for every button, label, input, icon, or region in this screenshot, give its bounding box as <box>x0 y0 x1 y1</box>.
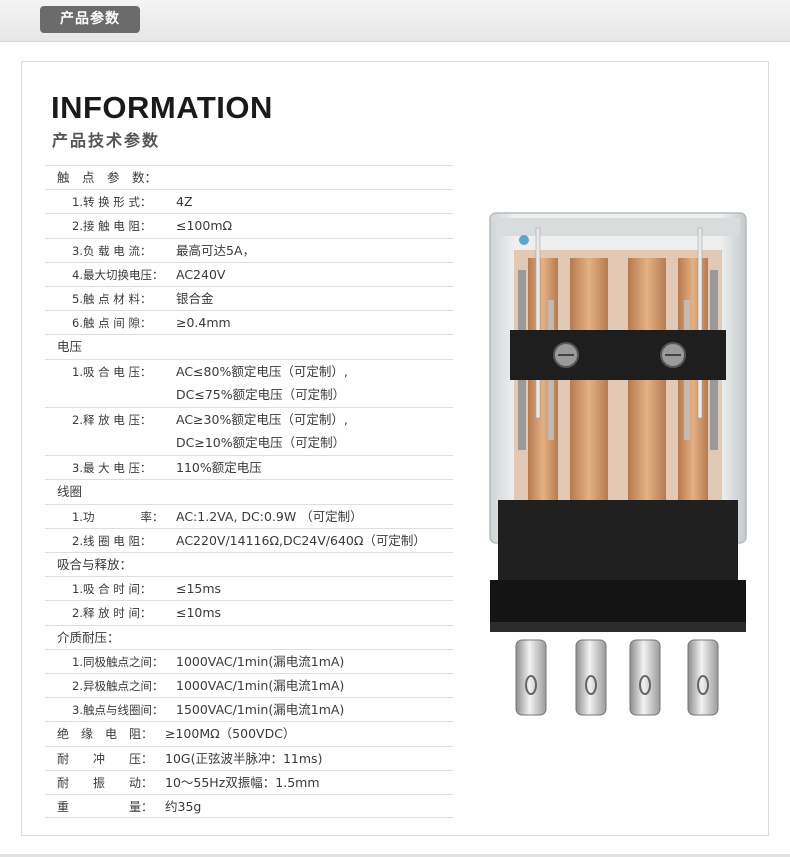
spec-section-header: 吸合与释放： <box>45 552 453 576</box>
spec-value: 银合金 <box>176 290 214 306</box>
spec-section-header: 介质耐压： <box>45 624 453 649</box>
spec-value: ≥100MΩ（500VDC） <box>165 726 296 742</box>
spec-label: 4.最大切换电压： <box>72 267 164 282</box>
spec-value: 10～55Hz双振幅：1.5mm <box>165 774 320 790</box>
spec-row: 4.最大切换电压： AC240V <box>45 261 453 286</box>
spec-value: 110%额定电压 <box>176 460 262 476</box>
spec-value: ≤100mΩ <box>176 218 233 234</box>
spec-row: 2.释 放 时 间： ≤10ms <box>45 600 453 624</box>
spec-value: 1000VAC/1min(漏电流1mA) <box>176 653 345 669</box>
spec-label: 耐 振 动： <box>57 775 154 790</box>
spec-label: 绝 缘 电 阻： <box>57 727 154 742</box>
spec-value: ≤10ms <box>176 605 222 621</box>
spec-row: 绝 缘 电 阻： ≥100MΩ（500VDC） <box>45 721 453 745</box>
spec-value: AC≥30%额定电压（可定制）, <box>176 411 348 427</box>
spec-row: 2.释 放 电 压： AC≥30%额定电压（可定制）, <box>45 406 453 431</box>
spec-row: 耐 振 动： 10～55Hz双振幅：1.5mm <box>45 769 453 794</box>
spec-label: 1.吸 合 时 间： <box>72 582 152 597</box>
spec-row: 3.触点与线圈间： 1500VAC/1min(漏电流1mA) <box>45 697 453 721</box>
spec-value: DC≥10%额定电压（可定制） <box>176 435 346 451</box>
spec-label: 重 量： <box>57 799 154 814</box>
spec-row: 耐 冲 压： 10G(正弦波半脉冲：11ms) <box>45 745 453 770</box>
spec-value: 4Z <box>176 194 193 210</box>
spec-label: 触 点 参 数： <box>57 170 158 185</box>
spec-row: 3.负 载 电 流： 最高可达5A， <box>45 237 453 262</box>
spec-label: 3.负 载 电 流： <box>72 243 152 258</box>
spec-value: 1000VAC/1min(漏电流1mA) <box>176 677 345 693</box>
page-subtitle: 产品技术参数 <box>52 131 161 150</box>
spec-label: 吸合与释放： <box>57 557 133 572</box>
spec-section-header: 触 点 参 数： <box>45 165 453 189</box>
spec-row: 1.吸 合 电 压： AC≤80%额定电压（可定制）, <box>45 358 453 383</box>
spec-label: 6.触 点 间 隙： <box>72 316 152 331</box>
spec-label: 2.接 触 电 阻： <box>72 219 152 234</box>
spec-label: 1.功 率： <box>72 509 164 524</box>
spec-table: 触 点 参 数： 1.转 换 形 式： 4Z 2.接 触 电 阻： ≤100mΩ 3.负 … <box>45 165 453 819</box>
spec-value: AC:1.2VA, DC:0.9W （可定制） <box>176 508 363 524</box>
spec-section-header: 电压 <box>45 334 453 358</box>
spec-label: 1.转 换 形 式： <box>72 195 152 210</box>
spec-value: ≤15ms <box>176 581 222 597</box>
spec-row: 6.触 点 间 隙： ≥0.4mm <box>45 310 453 334</box>
spec-label: 电压 <box>57 339 83 355</box>
spec-label: 5.触 点 材 料： <box>72 291 152 306</box>
spec-value: 最高可达5A， <box>176 242 256 258</box>
spec-row: 重 量： 约35g <box>45 793 453 819</box>
spec-value: AC220V/14116Ω,DC24V/640Ω（可定制） <box>176 532 426 548</box>
spec-label: 耐 冲 压： <box>57 751 154 766</box>
spec-label: 2.线 圈 电 阻： <box>72 533 152 548</box>
page-title: INFORMATION <box>51 90 273 125</box>
spec-value: DC≤75%额定电压（可定制） <box>176 386 346 402</box>
spec-row: DC≤75%额定电压（可定制） <box>45 383 453 407</box>
spec-row: 5.触 点 材 料： 银合金 <box>45 285 453 310</box>
spec-label: 2.异极触点之间： <box>72 678 164 693</box>
spec-label: 1.吸 合 电 压： <box>72 364 152 379</box>
spec-row: 3.最 大 电 压： 110%额定电压 <box>45 455 453 479</box>
spec-value: AC≤80%额定电压（可定制）, <box>176 363 348 379</box>
spec-row: 2.异极触点之间： 1000VAC/1min(漏电流1mA) <box>45 672 453 697</box>
spec-value: AC240V <box>176 266 226 282</box>
tab-product-params[interactable]: 产品参数 <box>40 6 140 33</box>
top-bar: 产品参数 <box>0 0 790 42</box>
spec-row: 2.线 圈 电 阻： AC220V/14116Ω,DC24V/640Ω（可定制） <box>45 527 453 552</box>
spec-label: 介质耐压： <box>57 629 120 645</box>
spec-value: 10G(正弦波半脉冲：11ms) <box>165 750 323 766</box>
spec-row: 1.同极触点之间： 1000VAC/1min(漏电流1mA) <box>45 648 453 673</box>
spec-value: 约35g <box>165 798 202 814</box>
bottom-divider <box>0 854 790 857</box>
spec-row: 1.功 率： AC:1.2VA, DC:0.9W （可定制） <box>45 503 453 528</box>
spec-value: ≥0.4mm <box>176 315 231 331</box>
spec-row: DC≥10%额定电压（可定制） <box>45 431 453 455</box>
spec-row: 1.吸 合 时 间： ≤15ms <box>45 576 453 600</box>
spec-section-header: 线圈 <box>45 479 453 503</box>
spec-label: 2.释 放 电 压： <box>72 412 152 427</box>
spec-label: 线圈 <box>57 484 83 500</box>
spec-value: 1500VAC/1min(漏电流1mA) <box>176 702 345 718</box>
spec-label: 3.触点与线圈间： <box>72 703 164 718</box>
relay-image <box>489 212 747 716</box>
spec-label: 2.释 放 时 间： <box>72 606 152 621</box>
spec-row: 2.接 触 电 阻： ≤100mΩ <box>45 213 453 237</box>
spec-label: 3.最 大 电 压： <box>72 461 152 476</box>
spec-label: 1.同极触点之间： <box>72 654 164 669</box>
spec-row: 1.转 换 形 式： 4Z <box>45 189 453 213</box>
